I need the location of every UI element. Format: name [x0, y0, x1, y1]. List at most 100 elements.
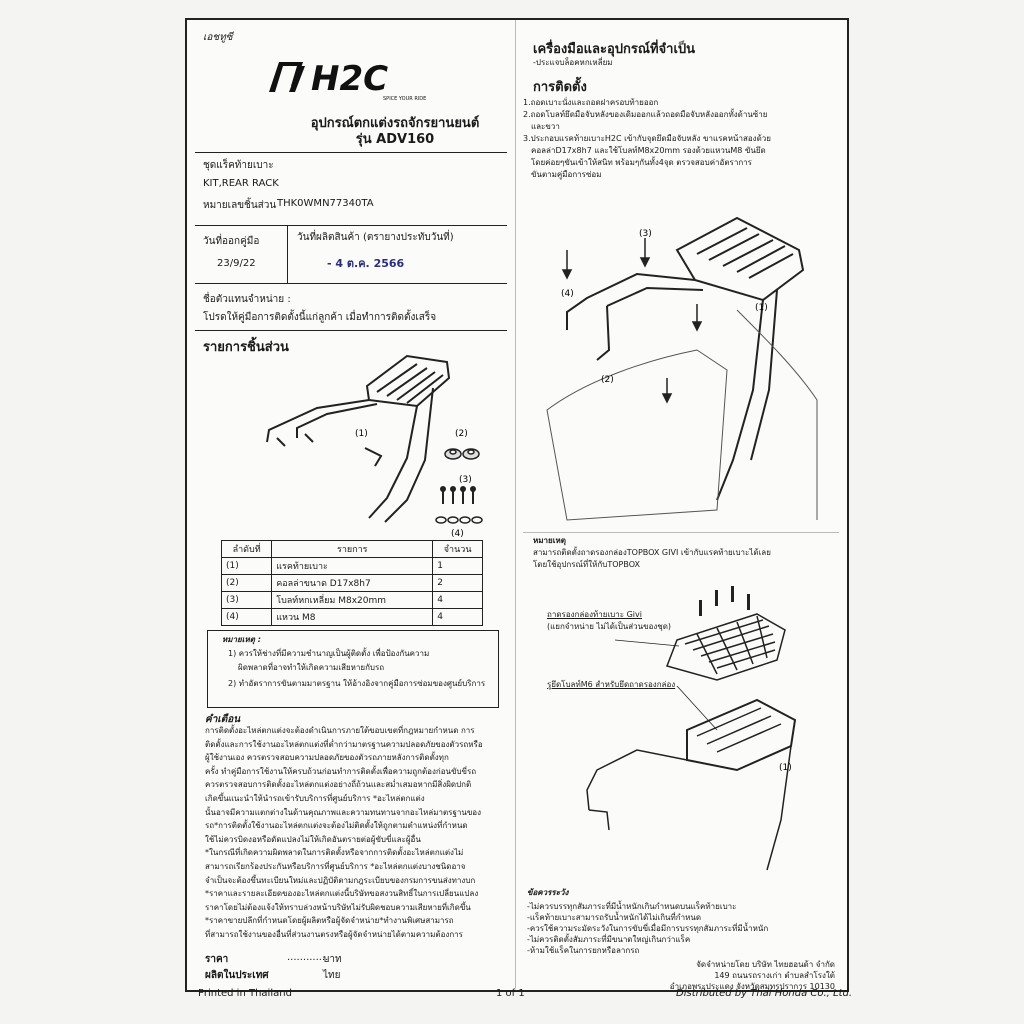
- row-qty: 4: [432, 608, 483, 626]
- divider: [195, 152, 507, 153]
- row-item: แรคท้ายเบาะ: [271, 557, 434, 575]
- table-row: (2) คอลล่าขนาด D17x8h7 2: [220, 574, 483, 592]
- parts-section-title: รายการชิ้นส่วน: [203, 340, 289, 355]
- distributor-line: อำเภอพระประแดง จังหวัดสมุทรปราการ 10130: [669, 982, 835, 991]
- warning-line: *ในกรณีที่เกิดความผิดพลาดในการติดตั้งหรื…: [205, 848, 464, 858]
- col-header-qty: จำนวน: [432, 540, 483, 558]
- part-4-label: (4): [451, 529, 464, 538]
- warning-line: รถ*การติดตั้งใช้งานอะไหล่ตกแต่งจะต้องไม่…: [205, 821, 468, 831]
- leader-line: [676, 685, 718, 731]
- row-no: (2): [220, 574, 273, 592]
- topbox-illustration: (1): [586, 586, 797, 871]
- row-no: (3): [220, 591, 273, 609]
- tools-title: เครื่องมือและอุปกรณ์ที่จำเป็น: [533, 42, 696, 57]
- caution-title: ข้อควรระวัง: [527, 888, 569, 897]
- install-illustration: (1) (2) (3) (4): [546, 216, 818, 521]
- warning-line: ผู้ใช้งานเอง ควรตรวจสอบความปลอดภัยของตัว…: [205, 753, 449, 763]
- install-step: และขวา: [531, 122, 560, 131]
- install-step: 1.ถอดเบาะนั่งและถอดฝาครอบท้ายออก: [523, 98, 659, 107]
- divider: [195, 225, 507, 226]
- warning-line: ควรตรวจสอบการติดตั้งอะไหล่ตกแต่งอย่างถี่…: [205, 780, 472, 790]
- divider: [195, 283, 507, 284]
- topbox-note-title: หมายเหตุ: [533, 536, 566, 545]
- warning-line: *ราคาและรายละเอียดของอะไหล่ตกแต่งนี้บริษ…: [205, 889, 479, 899]
- install-step: คอลล่าD17x8h7 และใช้โบลท์M8x20mm รองด้วย…: [531, 146, 766, 155]
- col-header-item: รายการ: [271, 540, 434, 558]
- table-row: (3) โบลท์หกเหลี่ยม M8x20mm 4: [220, 591, 483, 609]
- prod-date-label: วันที่ผลิตสินค้า (ตรายางประทับวันที่): [297, 232, 454, 243]
- row-item: แหวน M8: [271, 608, 434, 626]
- remark-line: 1) ควรให้ช่างที่มีความชำนาญเป็นผู้ติดตั้…: [228, 649, 430, 658]
- footer-distributor: Distributed by Thai Honda Co., Ltd.: [676, 988, 853, 999]
- kit-name: KIT,REAR RACK: [203, 178, 279, 189]
- warning-line: ราคาโดยไม่ต้องแจ้งให้ทราบล่วงหน้าบริษัทไ…: [205, 902, 471, 912]
- warning-line: *ราคาขายปลีกที่กำหนดโดยผู้ผลิตหรือผู้จัด…: [205, 916, 454, 926]
- row-qty: 4: [432, 591, 483, 609]
- dealer-instruction: โปรดให้คู่มือการติดตั้งนี้แก่ลูกค้า เมื่…: [203, 312, 437, 323]
- price-dots: .............: [287, 952, 329, 963]
- col-header-no: ลำดับที่: [220, 540, 273, 558]
- divider: [195, 330, 507, 331]
- row-qty: 2: [432, 574, 483, 592]
- warning-line: จำเป็นจะต้องขึ้นทะเบียนใหม่และปฏิบัติตาม…: [205, 875, 476, 885]
- install-callout-2: (2): [601, 375, 614, 385]
- remark-line: ผิดพลาดที่อาจทำให้เกิดความเสียหายกับรถ: [238, 663, 385, 672]
- caution-list: -ไม่ควรบรรทุกสัมภาระที่มีน้ำหนักเกินกำหน…: [527, 902, 843, 957]
- warning-line: เกิดขึ้นแนะนำให้นำรถเข้ารับบริการที่ศูนย…: [205, 793, 425, 803]
- install-step: โดยค่อยๆขันเข้าให้สนิท พร้อมๆกันทั้ง4จุด…: [531, 158, 752, 167]
- install-steps: 1.ถอดเบาะนั่งและถอดฝาครอบท้ายออก 2.ถอดโบ…: [523, 98, 841, 182]
- distributor-line: 149 ถนนรถรางเก่า ตำบลสำโรงใต้: [714, 971, 835, 980]
- part-3-label: (3): [459, 475, 472, 485]
- set-label: ชุดแร็คท้ายเบาะ: [203, 160, 274, 171]
- table-row: (1) แรคท้ายเบาะ 1: [220, 557, 483, 575]
- row-no: (4): [220, 608, 273, 626]
- topbox-note-line: โดยใช้อุปกรณ์ที่ให้กับTOPBOX: [533, 560, 640, 569]
- row-qty: 1: [432, 557, 483, 575]
- install-callout-1: (1): [755, 303, 768, 313]
- origin-value: ไทย: [323, 970, 341, 981]
- caution-line: -ไม่ควรบรรทุกสัมภาระที่มีน้ำหนักเกินกำหน…: [527, 902, 737, 911]
- part-2-label: (2): [455, 429, 468, 439]
- install-step: 2.ถอดโบลท์ยึดมือจับหลังของเดิมออกแล้วถอด…: [523, 110, 768, 119]
- parts-illustration: (1) (2) (3) (4): [266, 354, 483, 538]
- install-step: ขันตามคู่มือการซ่อม: [531, 170, 602, 179]
- install-callout-4: (4): [561, 289, 574, 299]
- parts-table: ลำดับที่ รายการ จำนวน (1) แรคท้ายเบาะ 1 …: [220, 540, 483, 626]
- leader-line: [614, 639, 680, 647]
- footer-page: 1 of 1: [496, 988, 525, 999]
- install-step: 3.ประกอบแรคท้ายเบาะH2C เข้ากับจุดยึดมือจ…: [523, 134, 771, 143]
- table-header-row: ลำดับที่ รายการ จำนวน: [220, 540, 483, 558]
- footer-printed: Printed in Thailand: [198, 988, 292, 999]
- row-item: คอลล่าขนาด D17x8h7: [271, 574, 434, 592]
- topbox-note-line: สามารถติดตั้งถาดรองกล่องTOPBOX GIVI เข้า…: [533, 548, 771, 557]
- model-title: รุ่น ADV160: [355, 132, 435, 147]
- caution-line: -ควรใช้ความระมัดระวังในการขับขี่เมื่อมีก…: [527, 924, 769, 933]
- warning-text: การติดตั้งอะไหล่ตกแต่งจะต้องดำเนินการภาย…: [205, 726, 505, 944]
- plate-label: ถาดรองกล่องท้ายเบาะ Givi: [547, 610, 642, 619]
- warning-line: ติดตั้งและการใช้งานอะไหล่ตกแต่งที่ต่ำกว่…: [205, 739, 483, 749]
- manual-sheet: เอชทูซี H2C SPICE YOUR RIDE อุปกรณ์ตกแต่…: [185, 18, 849, 992]
- price-label: ราคา: [205, 954, 229, 965]
- warning-line: การติดตั้งอะไหล่ตกแต่งจะต้องดำเนินการภาย…: [205, 726, 475, 735]
- install-title: การติดตั้ง: [533, 80, 587, 95]
- part-1-label: (1): [355, 429, 368, 439]
- part-no: THK0WMN77340TA: [277, 198, 374, 209]
- issue-date-value: 23/9/22: [217, 258, 256, 269]
- topbox-callout: (1): [779, 763, 792, 773]
- remarks-title: หมายเหตุ :: [222, 635, 261, 644]
- h2c-logo-mark: H2C SPICE YOUR RIDE: [269, 59, 426, 102]
- price-unit: บาท: [323, 954, 342, 965]
- column-divider: [515, 20, 516, 988]
- table-row: (4) แหวน M8 4: [220, 608, 483, 626]
- warning-line: นั้นอาจมีความแตกต่างในด้านคุณภาพและความท…: [205, 807, 482, 817]
- warning-line: ที่สามารถใช้งานของอื่นที่ส่วนงานตรงหรือผ…: [205, 929, 463, 939]
- warning-title: คำเตือน: [205, 714, 241, 725]
- caution-line: -ไม่ควรติดตั้งสัมภาระที่มีขนาดใหญ่เกินกว…: [527, 935, 691, 944]
- remarks-box: หมายเหตุ : 1) ควรให้ช่างที่มีความชำนาญเป…: [207, 630, 499, 708]
- tagline-text: SPICE YOUR RIDE: [383, 96, 426, 102]
- warning-line: ใช้ไม่ควรบิดงอหรือดัดแปลงไม่ให้เกิดอันตร…: [205, 834, 421, 844]
- warning-line: สามารถเรียกร้องประกันหรือบริการที่ศูนย์บ…: [205, 861, 466, 871]
- page-title: อุปกรณ์ตกแต่งรถจักรยานยนต์: [310, 116, 480, 131]
- divider: [523, 532, 839, 533]
- row-no: (1): [220, 557, 273, 575]
